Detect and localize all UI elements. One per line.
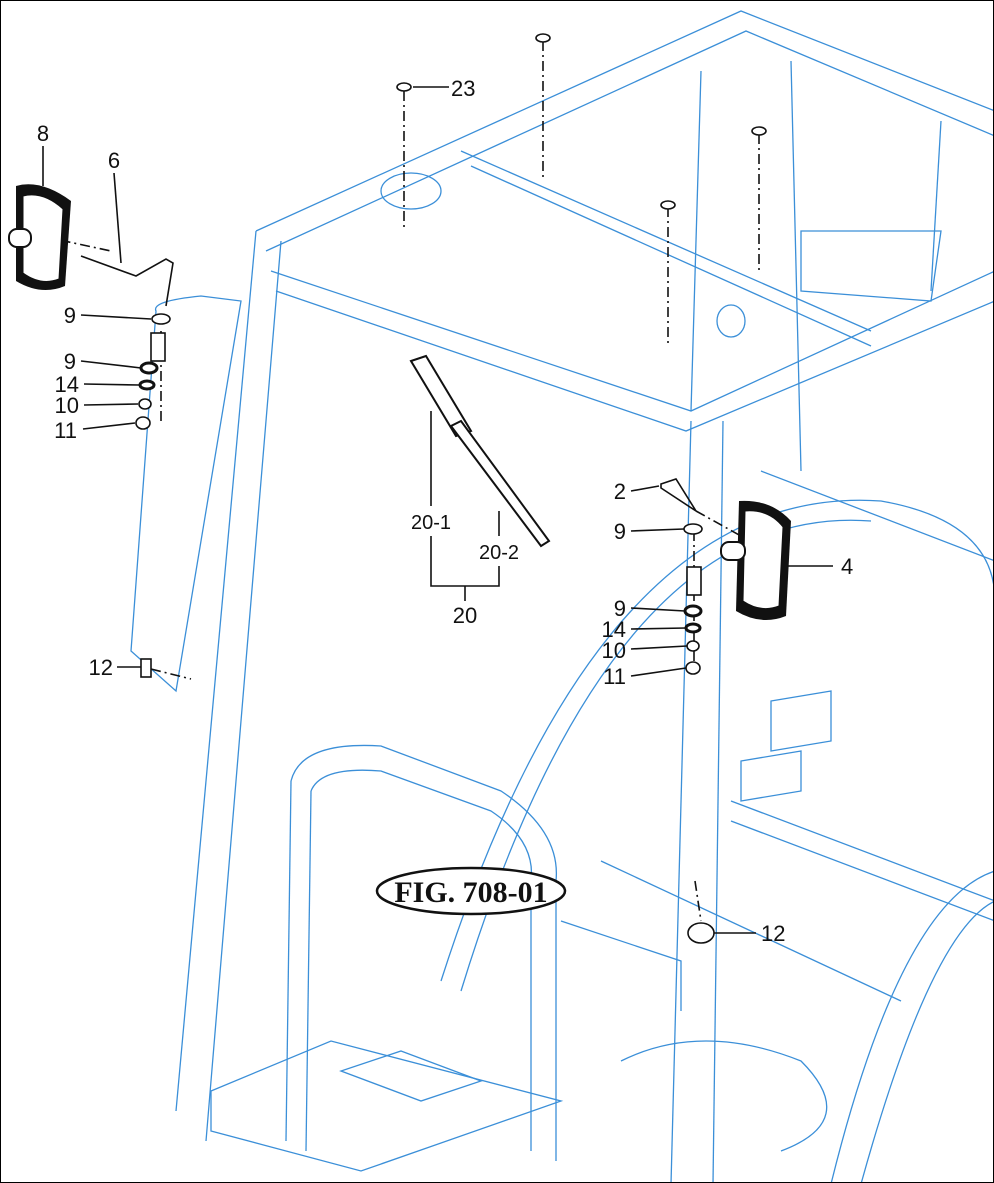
callout-20-1: 20-1 bbox=[411, 512, 451, 534]
callout-14: 14 bbox=[55, 372, 79, 397]
callout-6: 6 bbox=[108, 148, 120, 173]
callout-8: 8 bbox=[37, 121, 49, 146]
callout-9: 9 bbox=[64, 303, 76, 328]
mirror-arm-left bbox=[80, 255, 174, 307]
mirror-arm-right bbox=[660, 478, 697, 512]
callout-10: 10 bbox=[602, 638, 626, 663]
callout-9: 9 bbox=[614, 596, 626, 621]
wiper-assembly bbox=[409, 354, 551, 548]
hardware-left bbox=[135, 33, 767, 678]
callout-9: 9 bbox=[614, 519, 626, 544]
callout-14: 14 bbox=[602, 617, 626, 642]
cab-frame bbox=[130, 10, 993, 1182]
callout-2: 2 bbox=[614, 479, 626, 504]
callout-20-2: 20-2 bbox=[479, 542, 519, 564]
hardware-right bbox=[683, 523, 715, 944]
mirror-right bbox=[720, 500, 791, 620]
leader-lines bbox=[42, 86, 833, 934]
guide-lines bbox=[40, 41, 760, 922]
callout-4: 4 bbox=[841, 554, 853, 579]
callout-11: 11 bbox=[603, 664, 626, 689]
figure-label: FIG. 708-01 bbox=[394, 876, 547, 909]
figure-label-oval bbox=[375, 866, 567, 916]
callout-23: 23 bbox=[451, 76, 475, 101]
callout-10: 10 bbox=[55, 393, 79, 418]
mirror-left bbox=[8, 184, 71, 290]
callout-20: 20 bbox=[453, 603, 477, 628]
callout-9: 9 bbox=[64, 349, 76, 374]
callout-12: 12 bbox=[761, 921, 785, 946]
callout-11: 11 bbox=[54, 418, 77, 443]
callout-12: 12 bbox=[89, 655, 113, 680]
